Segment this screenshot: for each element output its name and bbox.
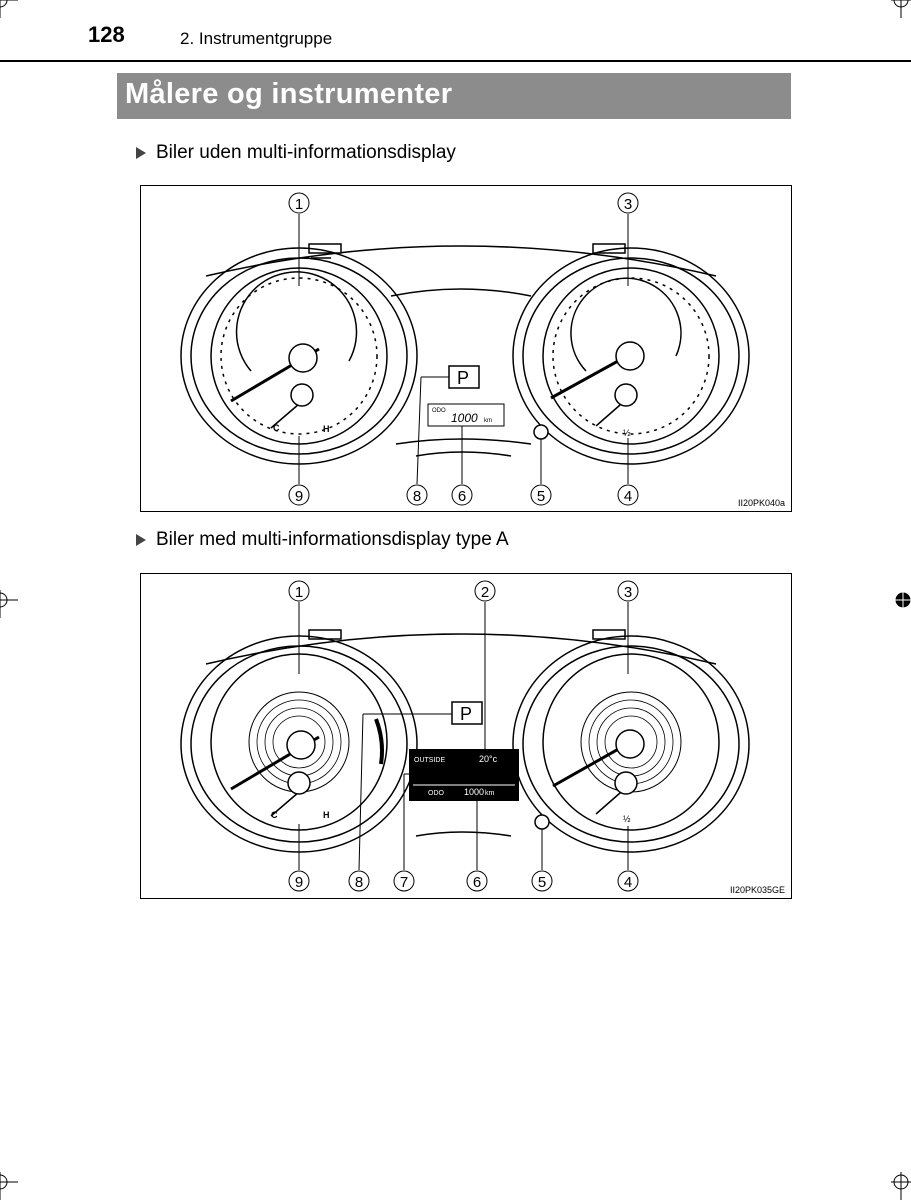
callout-5: 5 (538, 874, 546, 891)
callout-5: 5 (537, 488, 545, 505)
temp-hot-label: H (323, 424, 330, 434)
outside-temp-value: 20°c (479, 754, 498, 764)
gear-indicator: P (460, 704, 472, 724)
page-number: 128 (88, 22, 125, 47)
callout-8: 8 (355, 874, 363, 891)
odo-value: 1000 (464, 787, 484, 797)
registration-mark-bottom-right-icon (891, 1172, 911, 1200)
subheading-text: Biler med multi-informationsdisplay type… (156, 529, 509, 550)
odo-unit: km (485, 790, 495, 797)
registration-mark-top-left-icon (0, 0, 18, 18)
fuel-half-label: ½ (623, 428, 631, 438)
page-title: Målere og instrumenter (125, 78, 453, 110)
callout-8: 8 (413, 488, 421, 505)
callout-4: 4 (624, 488, 632, 505)
odo-label: ODO (428, 790, 445, 797)
figure-cluster-with-mid: C H ½ P OUTSIDE 20°c ODO 1000 km (140, 573, 792, 899)
odo-unit: km (484, 418, 492, 424)
odo-label: ODO (432, 408, 446, 414)
callout-4: 4 (624, 874, 632, 891)
callout-9: 9 (295, 488, 303, 505)
gear-indicator: P (457, 368, 469, 388)
subheading-figure-1: Biler uden multi-informationsdisplay (136, 142, 456, 164)
callout-1: 1 (295, 196, 303, 213)
figure-code: II20PK035GE (729, 885, 785, 895)
figure-code: II20PK040a (737, 498, 785, 508)
callout-2: 2 (481, 584, 489, 601)
callout-6: 6 (458, 488, 466, 505)
triangle-bullet-icon (136, 533, 146, 546)
callout-3: 3 (624, 584, 632, 601)
odo-value: 1000 (451, 411, 478, 425)
temp-cold-label: C (273, 423, 280, 433)
callout-6: 6 (473, 874, 481, 891)
title-bar: Målere og instrumenter (117, 73, 791, 119)
registration-mark-mid-right-icon (893, 590, 911, 618)
outside-label: OUTSIDE (414, 757, 445, 764)
registration-mark-top-right-icon (891, 0, 911, 18)
registration-mark-bottom-left-icon (0, 1172, 18, 1200)
callout-9: 9 (295, 874, 303, 891)
section-title: 2. Instrumentgruppe (180, 29, 333, 48)
temp-cold-label: C (271, 810, 278, 820)
callout-1: 1 (295, 584, 303, 601)
callout-7: 7 (400, 874, 408, 891)
figure-cluster-without-mid: C H ½ P ODO 1000 km 1 3 9 8 (140, 185, 792, 512)
subheading-text: Biler uden multi-informationsdisplay (156, 142, 456, 163)
temp-hot-label: H (323, 810, 330, 820)
callout-3: 3 (624, 196, 632, 213)
header-rule (0, 60, 911, 62)
subheading-figure-2: Biler med multi-informationsdisplay type… (136, 529, 509, 551)
fuel-half-label: ½ (623, 814, 631, 824)
registration-mark-mid-left-icon (0, 590, 18, 618)
triangle-bullet-icon (136, 146, 146, 159)
